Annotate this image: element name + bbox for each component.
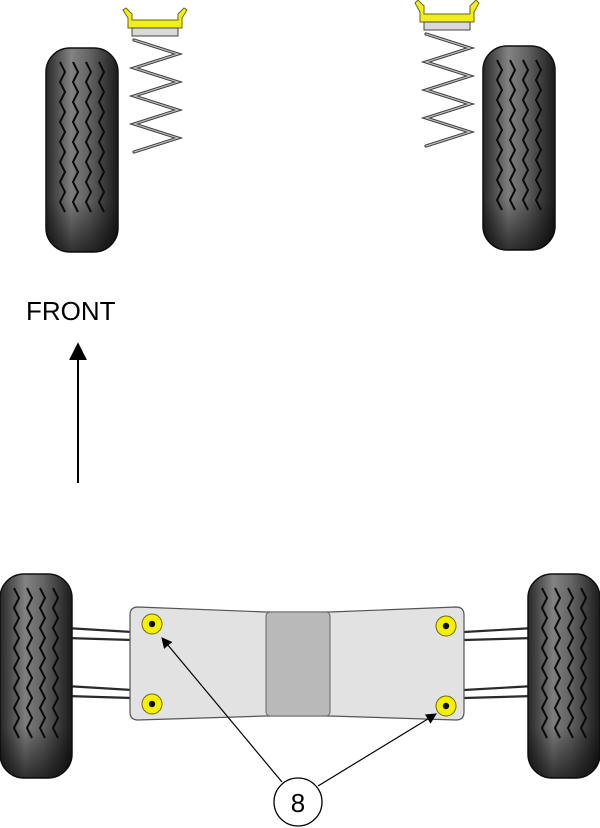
- front-label: FRONT: [26, 296, 116, 326]
- rear-subframe: [129, 606, 465, 721]
- callout-leader-right: [317, 713, 437, 787]
- front-left-spring: [122, 7, 188, 154]
- front-left-wheel: [45, 47, 119, 253]
- callout-circle-icon: [273, 777, 323, 827]
- bushing-dot-icon: [435, 615, 457, 637]
- callout-number: 8: [291, 788, 305, 818]
- front-right-wheel: [482, 45, 556, 251]
- rear-right-wheel: [527, 573, 600, 779]
- rear-left-links: [65, 626, 133, 700]
- front-right-spring: [414, 0, 480, 148]
- bushing-dot-icon: [141, 613, 163, 635]
- bushing-dot-icon: [141, 693, 163, 715]
- bushing-dot-icon: [435, 695, 457, 717]
- subframe-center-block: [265, 611, 331, 717]
- rear-right-links: [463, 626, 535, 700]
- rear-left-wheel: [0, 573, 73, 779]
- callout-leader-left: [161, 637, 283, 783]
